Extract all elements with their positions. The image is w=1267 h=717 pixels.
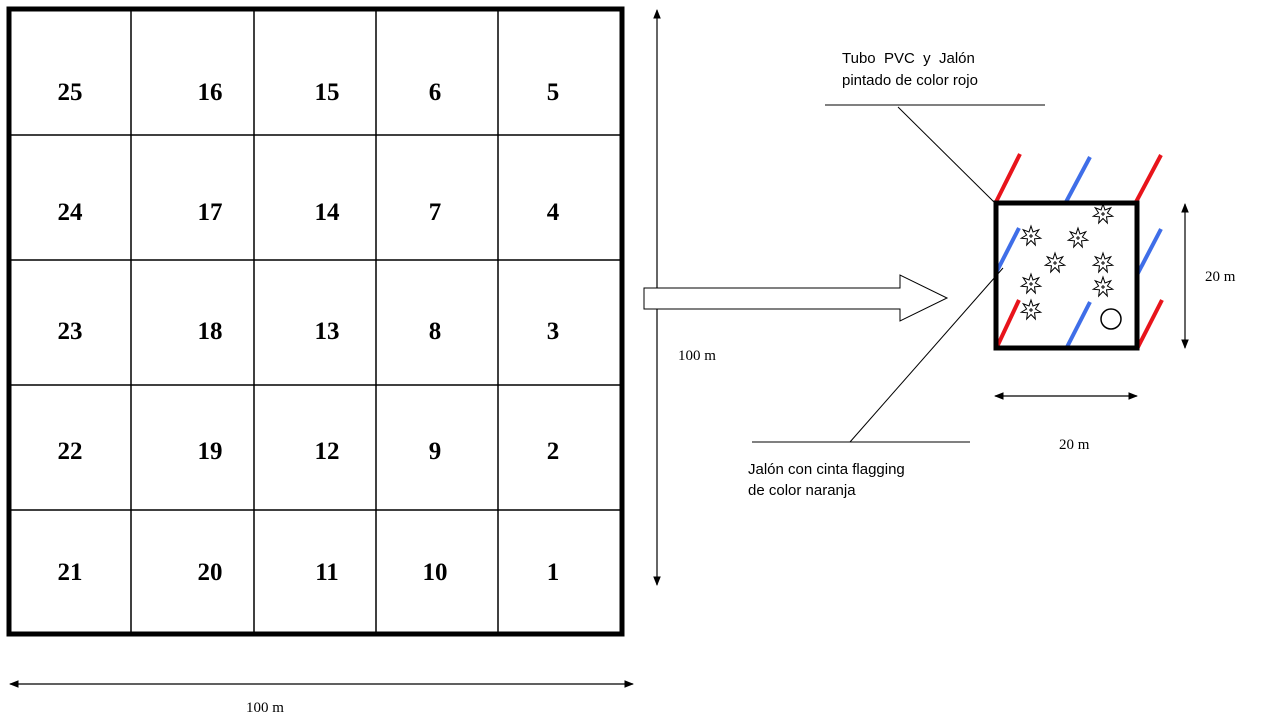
cell-labels: 25 16 15 6 5 24 17 14 7 4 23 18 13 8 3 22 19 12 9 2 21 20 11 10… <box>58 79 560 586</box>
tree-icon <box>1091 275 1115 298</box>
tree-icon <box>1066 226 1090 249</box>
circle-marker-icon <box>1100 308 1122 330</box>
red-stake-top-right <box>1134 154 1163 203</box>
cell-number: 18 <box>198 318 223 345</box>
blue-stake-left-middle <box>994 227 1021 274</box>
cell-number: 20 <box>198 559 223 586</box>
detail-arrow-icon <box>643 274 949 322</box>
cell-number: 6 <box>429 79 442 106</box>
grid-border <box>6 6 625 637</box>
red-stake-callout-leader <box>897 106 995 203</box>
orange-stake-callout: Jalón con cinta flagging de color naranj… <box>748 267 1004 499</box>
blue-stake-bottom-middle <box>1064 301 1092 350</box>
cell-number: 12 <box>315 438 340 465</box>
red-stake-callout-line-2: pintado de color rojo <box>842 72 978 89</box>
tree-icon <box>1043 251 1067 274</box>
cell-number: 21 <box>58 559 83 586</box>
plot-width-dimension: 20 m <box>994 392 1138 453</box>
tree-icon <box>1019 272 1043 295</box>
cell-number: 11 <box>315 559 339 586</box>
grid-lines <box>9 9 622 634</box>
orange-stake-callout-line-2: de color naranja <box>748 482 856 499</box>
cell-number: 22 <box>58 438 83 465</box>
grid-width-dimension: 100 m <box>9 680 634 716</box>
cell-number: 19 <box>198 438 223 465</box>
cell-number: 24 <box>58 199 84 226</box>
blue-stake-right-middle <box>1135 228 1163 276</box>
cell-number: 5 <box>547 79 560 106</box>
grid-width-label: 100 m <box>246 700 284 716</box>
cell-number: 8 <box>429 318 442 345</box>
cell-number: 2 <box>547 438 560 465</box>
main-grid: 25 16 15 6 5 24 17 14 7 4 23 18 13 8 3 22 19 12 9 2 21 20 11 10… <box>6 6 625 637</box>
trees <box>1019 202 1115 321</box>
plot-height-label: 20 m <box>1205 269 1236 285</box>
cell-number: 25 <box>58 79 83 106</box>
grid-height-label: 100 m <box>678 348 716 364</box>
cell-number: 3 <box>547 318 560 345</box>
tree-icon <box>1019 224 1043 247</box>
cell-number: 14 <box>315 199 341 226</box>
cell-number: 13 <box>315 318 340 345</box>
red-stake-bottom-right <box>1135 299 1164 350</box>
blue-stake-top-middle <box>1064 156 1092 203</box>
red-stake-top-left <box>994 153 1022 203</box>
red-stake-callout-line-1: Tubo PVC y Jalón <box>842 50 975 67</box>
cell-number: 10 <box>423 559 448 586</box>
cell-number: 17 <box>198 199 223 226</box>
cell-number: 1 <box>547 559 560 586</box>
red-stake-callout: Tubo PVC y Jalón pintado de color rojo <box>825 50 1045 203</box>
cell-number: 23 <box>58 318 83 345</box>
orange-stake-callout-line-1: Jalón con cinta flagging <box>748 461 905 478</box>
tree-icon <box>1091 251 1115 274</box>
tree-icon <box>1091 202 1115 225</box>
cell-number: 9 <box>429 438 442 465</box>
detail-plot <box>993 153 1164 351</box>
stakes <box>994 153 1164 350</box>
cell-number: 15 <box>315 79 340 106</box>
plot-height-dimension: 20 m <box>1181 203 1236 349</box>
cell-number: 7 <box>429 199 442 226</box>
plot-width-label: 20 m <box>1059 437 1090 453</box>
red-stake-bottom-left <box>994 299 1021 350</box>
orange-stake-callout-leader <box>849 267 1004 443</box>
tree-icon <box>1019 298 1043 321</box>
cell-number: 16 <box>198 79 223 106</box>
cell-number: 4 <box>547 199 560 226</box>
